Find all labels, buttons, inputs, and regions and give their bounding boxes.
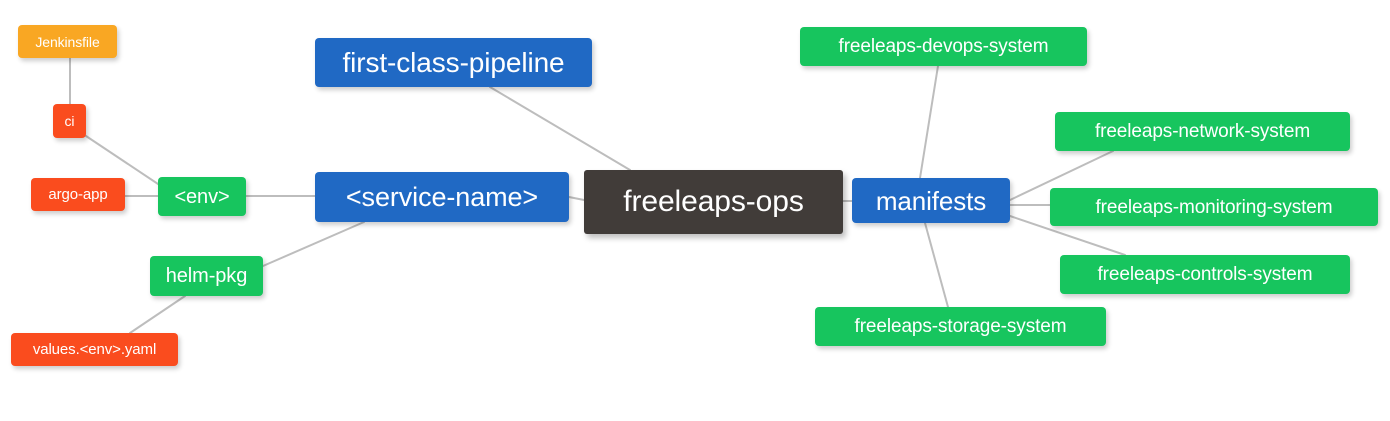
- node-freeleaps-controls-system[interactable]: freeleaps-controls-system: [1060, 255, 1350, 294]
- edge-values-yaml-to-helm-pkg: [129, 295, 186, 334]
- node-service-name[interactable]: <service-name>: [315, 172, 569, 222]
- edge-first-class-pipeline-to-freeleaps-ops: [489, 86, 631, 171]
- node-env[interactable]: <env>: [158, 177, 246, 216]
- node-manifests[interactable]: manifests: [852, 178, 1010, 223]
- edge-manifests-to-freeleaps-storage-system: [924, 222, 949, 308]
- node-freeleaps-devops-system[interactable]: freeleaps-devops-system: [800, 27, 1087, 66]
- edge-manifests-to-freeleaps-devops-system: [919, 65, 939, 179]
- node-helm-pkg[interactable]: helm-pkg: [150, 256, 263, 296]
- node-freeleaps-ops[interactable]: freeleaps-ops: [584, 170, 843, 234]
- node-values-yaml[interactable]: values.<env>.yaml: [11, 333, 178, 366]
- node-jenkinsfile[interactable]: Jenkinsfile: [18, 25, 117, 58]
- node-argo-app[interactable]: argo-app: [31, 178, 125, 211]
- edge-service-name-to-freeleaps-ops: [568, 196, 585, 201]
- node-freeleaps-network-system[interactable]: freeleaps-network-system: [1055, 112, 1350, 151]
- node-freeleaps-storage-system[interactable]: freeleaps-storage-system: [815, 307, 1106, 346]
- node-freeleaps-monitoring-system[interactable]: freeleaps-monitoring-system: [1050, 188, 1378, 226]
- node-ci[interactable]: ci: [53, 104, 86, 138]
- node-first-class-pipeline[interactable]: first-class-pipeline: [315, 38, 592, 87]
- edge-helm-pkg-to-service-name: [262, 221, 365, 267]
